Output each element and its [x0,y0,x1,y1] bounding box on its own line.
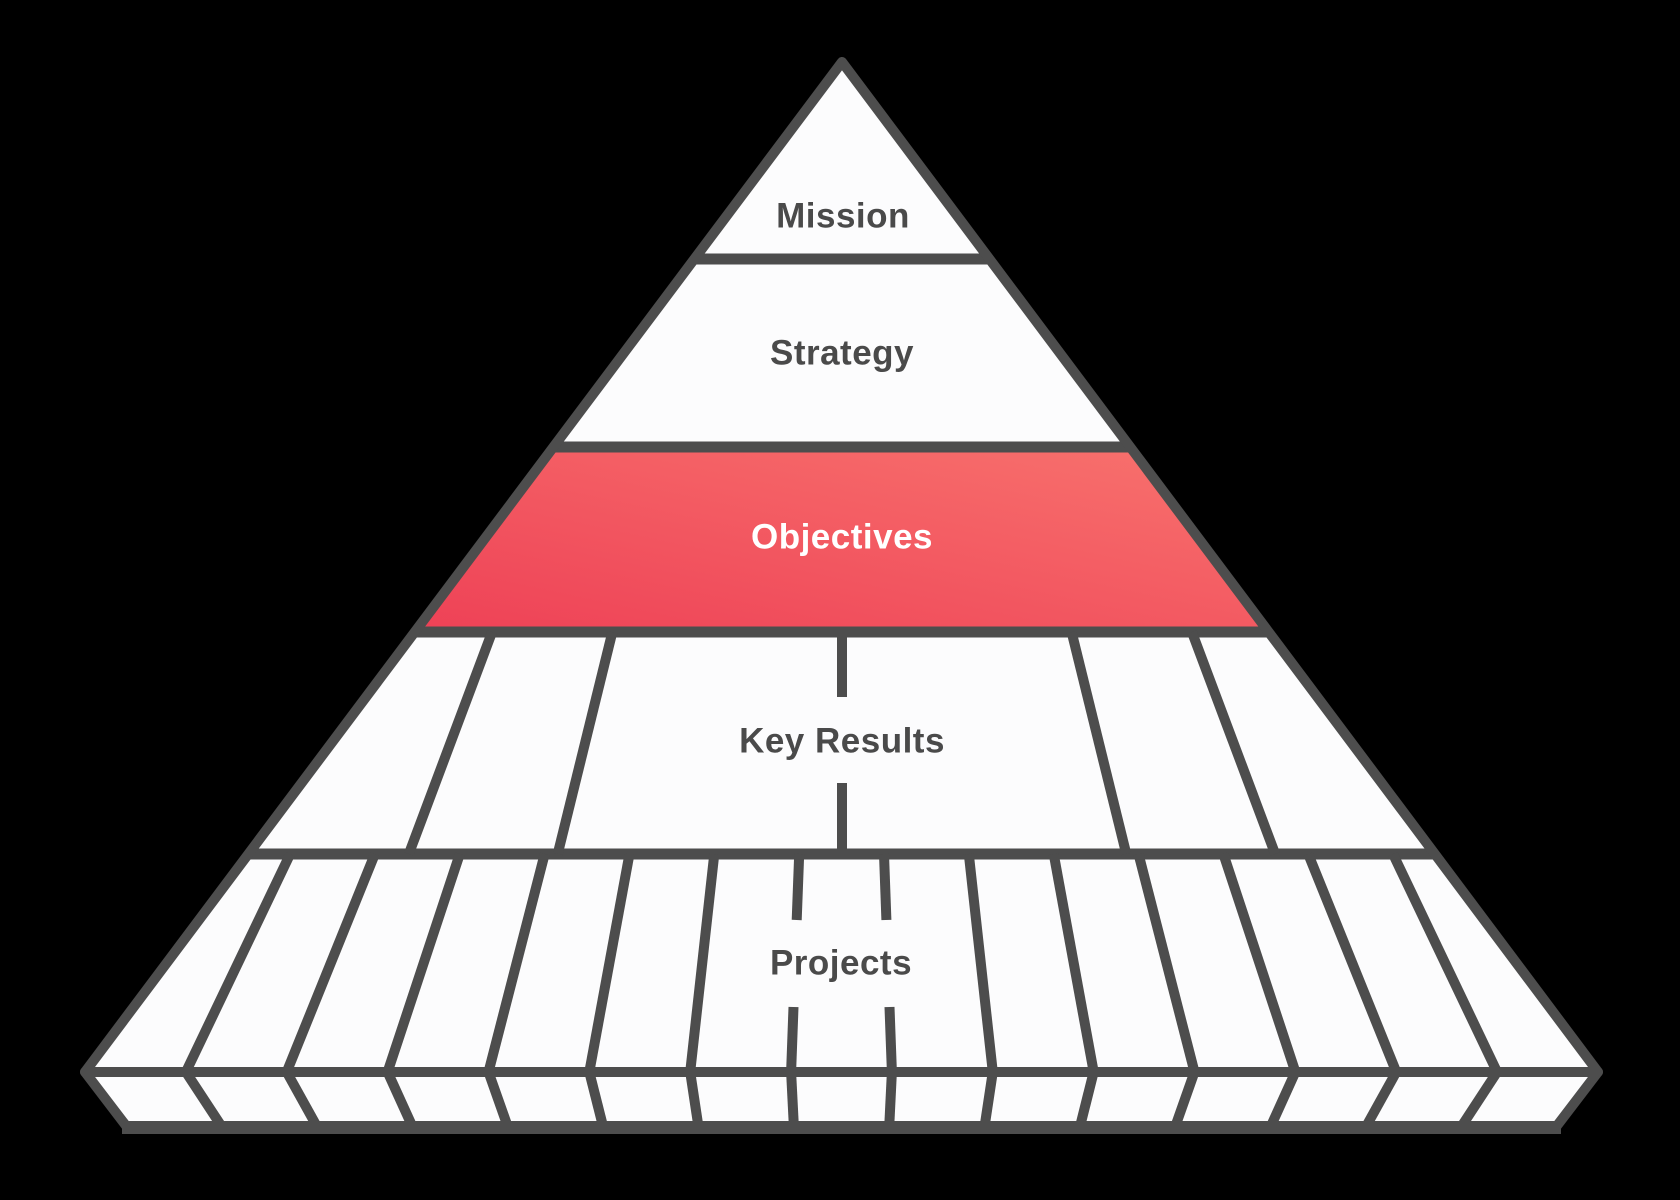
key-results-divider [1066,630,1132,856]
projects-divider [1303,852,1401,1074]
base-divider [483,1070,513,1129]
pyramid-interior [181,253,1502,1075]
base-divider [1361,1069,1401,1130]
projects-divider [1048,853,1099,1073]
projects-divider [963,853,998,1073]
level-label-strategy: Strategy [770,334,914,373]
base-divider [282,1069,322,1130]
projects-dividers [181,851,1502,1075]
projects-divider [1133,852,1200,1074]
objectives-band [411,447,1273,632]
base-divider [383,1069,418,1130]
key-results-divider [404,630,497,856]
base-front-face [80,1067,1603,1134]
pyramid-outline [80,57,1603,1077]
projects-divider [1218,852,1301,1074]
projects-divider [786,1006,799,1073]
base-front-polygon [85,1072,1598,1127]
base-divider [685,1071,704,1128]
key-results-dividers [404,630,1280,856]
projects-divider [685,853,720,1073]
base-divider [1170,1070,1200,1129]
key-results-divider [1187,630,1280,856]
base-divider [786,1071,799,1128]
level-label-mission: Mission [776,197,910,236]
base-divider [979,1071,998,1128]
level-label-key-results: Key Results [739,722,945,761]
projects-divider [181,851,295,1075]
base-divider [1456,1069,1502,1130]
key-results-divider [552,630,618,856]
projects-divider [1388,851,1502,1075]
projects-divider [791,853,805,921]
base-front-dividers [181,1069,1502,1130]
projects-divider [584,853,635,1073]
projects-divider [282,852,380,1074]
projects-divider [884,1006,897,1073]
projects-divider [483,852,550,1074]
base-divider [1075,1070,1099,1129]
level-label-projects: Projects [770,944,912,983]
projects-divider [879,853,892,921]
level-label-objectives: Objectives [751,518,933,557]
base-divider [1265,1069,1300,1130]
base-divider [181,1069,227,1130]
projects-divider [382,852,465,1074]
base-divider [584,1070,609,1129]
level-labels: Mission Strategy Objectives Key Results … [739,197,945,983]
base-divider [884,1071,897,1128]
